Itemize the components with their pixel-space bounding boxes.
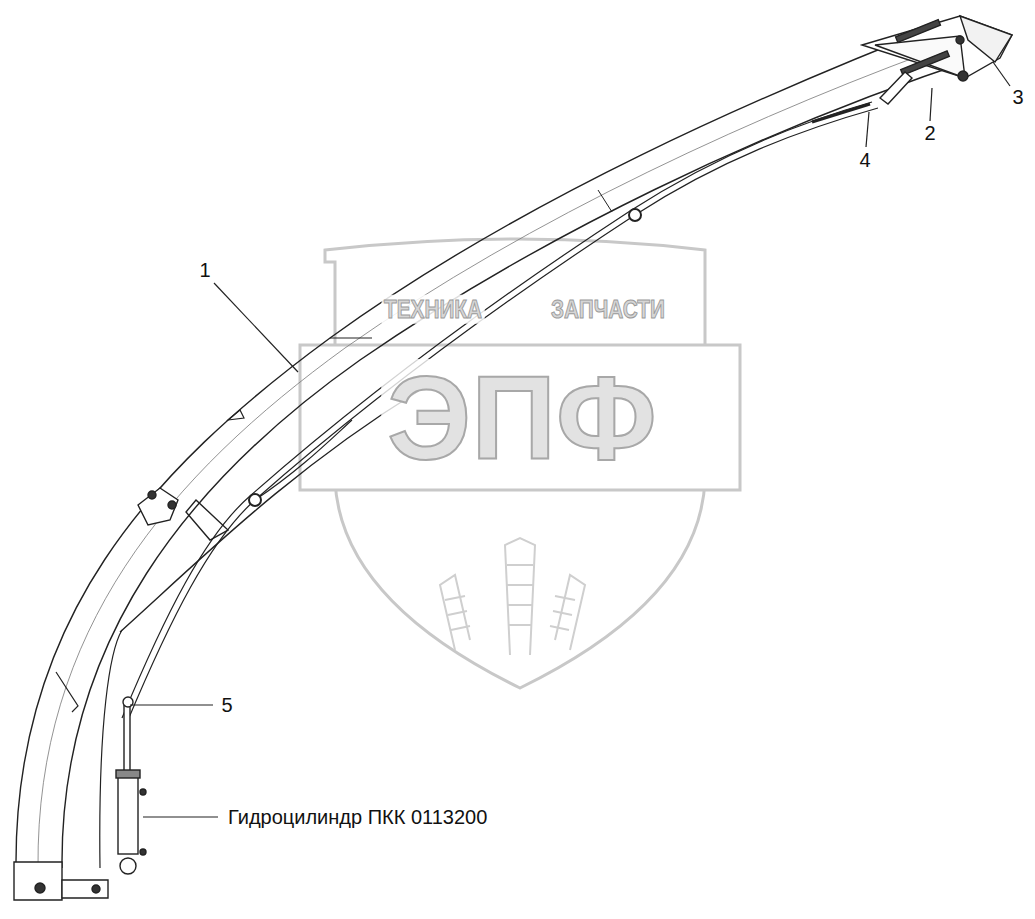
callout-number: 1 <box>197 259 212 281</box>
callout-number: 3 <box>1010 86 1025 108</box>
watermark: ЗАПЧАСТИ <box>549 295 668 324</box>
callout-number: 4 <box>857 149 872 171</box>
hydraulic-cylinder <box>116 697 146 874</box>
cables <box>122 102 878 720</box>
leader-lines <box>130 62 1010 817</box>
boom-base <box>14 862 108 900</box>
callout-number: 2 <box>922 122 937 144</box>
watermark: ТЕХНИКА <box>382 295 485 324</box>
boom-head <box>862 16 1012 104</box>
watermark: ЭПФ <box>381 359 662 477</box>
bracket <box>138 488 178 525</box>
watermark-shield <box>300 239 740 688</box>
part-name: Гидроцилиндр ПКК 0113200 <box>226 806 489 828</box>
boom <box>16 18 978 868</box>
callout-number: 5 <box>219 694 234 716</box>
